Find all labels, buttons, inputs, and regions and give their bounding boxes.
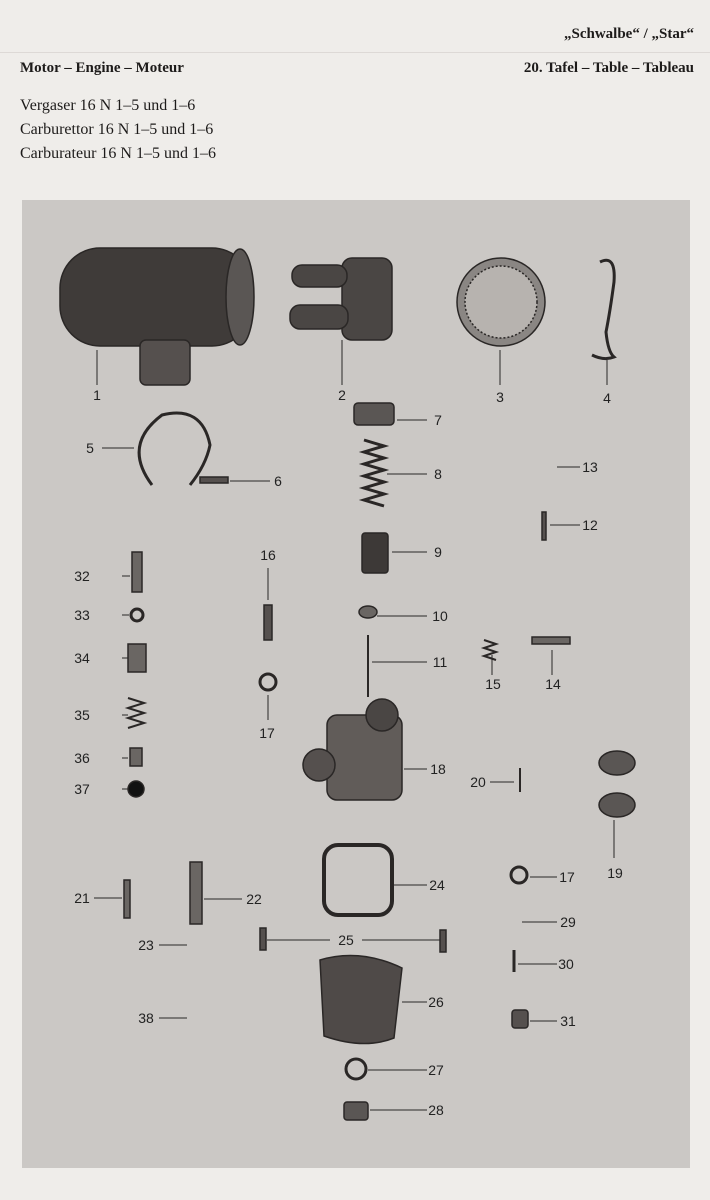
callout-label: 24	[429, 877, 445, 893]
leader-lines	[94, 340, 615, 1111]
callout-label: 7	[434, 412, 442, 428]
callout-label: 17	[259, 725, 275, 741]
header-models: „Schwalbe“ / „Star“	[563, 26, 694, 42]
callout-label: 10	[432, 608, 448, 624]
callout-label: 27	[428, 1062, 444, 1078]
callout-label: 13	[582, 459, 598, 475]
callout-label: 12	[582, 517, 598, 533]
callout-label: 16	[260, 547, 276, 563]
callout-label: 2	[338, 387, 346, 403]
callout-label: 23	[138, 937, 154, 953]
table-number: 20. Tafel – Table – Tableau	[523, 60, 694, 76]
part-throttle-slide	[361, 532, 389, 574]
parts-drawing	[59, 247, 636, 1121]
callout-label: 21	[74, 890, 90, 906]
part-gasket	[322, 843, 394, 917]
callout-label: 34	[74, 650, 90, 666]
callout-label: 29	[560, 914, 576, 930]
callout-label: 35	[74, 707, 90, 723]
callout-label: 31	[560, 1013, 576, 1029]
callout-label: 25	[338, 932, 354, 948]
part-clip-spring	[591, 258, 617, 361]
callout-label: 8	[434, 466, 442, 482]
callout-label: 22	[246, 891, 262, 907]
part-intake-cap	[341, 257, 393, 341]
callout-label: 15	[485, 676, 501, 692]
part-cap-nut	[353, 402, 395, 426]
callout-label: 32	[74, 568, 90, 584]
callout-label: 6	[274, 473, 282, 489]
callout-label: 33	[74, 607, 90, 623]
title-french: Carburateur 16 N 1–5 und 1–6	[20, 145, 216, 162]
callout-label: 5	[86, 440, 94, 456]
part-spring	[358, 438, 390, 508]
section-title: Motor – Engine – Moteur	[20, 60, 184, 76]
callout-label: 14	[545, 676, 561, 692]
part-float-bowl	[319, 954, 403, 1045]
title-german: Vergaser 16 N 1–5 und 1–6	[20, 97, 196, 114]
header-rule	[0, 52, 710, 53]
callout-label: 9	[434, 544, 442, 560]
part-titles: Vergaser 16 N 1–5 und 1–6 Carburettor 16…	[20, 94, 216, 166]
part-clamp	[137, 411, 212, 486]
callout-label: 20	[470, 774, 486, 790]
callout-label: 19	[607, 865, 623, 881]
part-air-filter-housing	[59, 247, 253, 347]
title-english: Carburettor 16 N 1–5 und 1–6	[20, 121, 214, 138]
callout-label: 3	[496, 389, 504, 405]
callout-label: 17	[559, 869, 575, 885]
callout-label: 18	[430, 761, 446, 777]
part-float	[598, 750, 636, 776]
callout-label: 30	[558, 956, 574, 972]
callout-label: 36	[74, 750, 90, 766]
callout-label: 37	[74, 781, 90, 797]
callout-label: 1	[93, 387, 101, 403]
callout-label: 38	[138, 1010, 154, 1026]
callout-label: 26	[428, 994, 444, 1010]
callout-label: 28	[428, 1102, 444, 1118]
callout-label: 11	[432, 654, 448, 670]
callout-label: 4	[603, 390, 611, 406]
